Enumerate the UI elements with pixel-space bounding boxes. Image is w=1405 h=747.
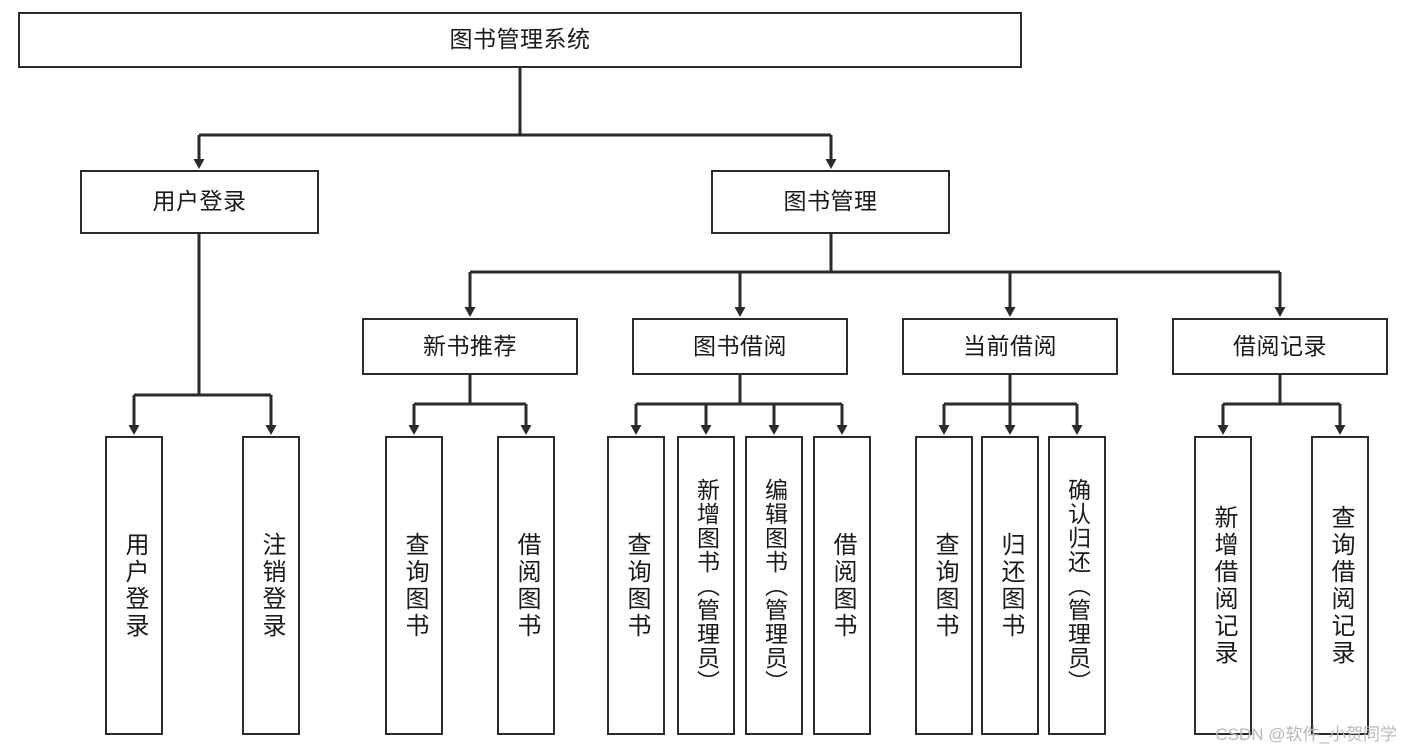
leaf-record-query-record[interactable]: 查询借阅记录 — [1311, 436, 1369, 735]
leaf-label: 新增图书（管理员） — [693, 477, 720, 694]
leaf-label: 编辑图书（管理员） — [761, 477, 788, 694]
leaf-current-confirm-return-admin[interactable]: 确认归还（管理员） — [1048, 436, 1106, 735]
node-root[interactable]: 图书管理系统 — [18, 12, 1022, 68]
node-borrow-record-label: 借阅记录 — [1233, 332, 1327, 359]
leaf-borrow-edit-book-admin[interactable]: 编辑图书（管理员） — [745, 436, 803, 735]
csdn-watermark: CSDN @软件_小贺同学 — [1215, 725, 1397, 744]
node-user-login[interactable]: 用户登录 — [80, 170, 319, 234]
leaf-label: 归还图书 — [997, 531, 1024, 640]
leaf-recommend-borrow-book[interactable]: 借阅图书 — [497, 436, 555, 735]
leaf-current-return-book[interactable]: 归还图书 — [981, 436, 1039, 735]
leaf-label: 确认归还（管理员） — [1064, 477, 1091, 694]
leaf-label: 用户登录 — [121, 531, 148, 640]
leaf-label: 借阅图书 — [513, 531, 540, 640]
leaf-user-login-login[interactable]: 用户登录 — [105, 436, 163, 735]
node-current-borrow-label: 当前借阅 — [963, 332, 1057, 359]
node-book-borrow-label: 图书借阅 — [693, 332, 787, 359]
leaf-current-query-book[interactable]: 查询图书 — [915, 436, 973, 735]
leaf-label: 注销登录 — [258, 531, 285, 640]
node-book-management[interactable]: 图书管理 — [711, 170, 950, 234]
leaf-label: 查询借阅记录 — [1327, 504, 1354, 667]
leaf-label: 查询图书 — [931, 531, 958, 640]
leaf-recommend-query-book[interactable]: 查询图书 — [385, 436, 443, 735]
node-book-management-label: 图书管理 — [783, 188, 878, 215]
leaf-record-add-record[interactable]: 新增借阅记录 — [1194, 436, 1252, 735]
node-book-borrow[interactable]: 图书借阅 — [632, 318, 848, 375]
leaf-label: 借阅图书 — [829, 531, 856, 640]
leaf-borrow-add-book-admin[interactable]: 新增图书（管理员） — [677, 436, 735, 735]
leaf-label: 新增借阅记录 — [1210, 504, 1237, 667]
node-root-label: 图书管理系统 — [449, 26, 591, 53]
node-new-book-recommend[interactable]: 新书推荐 — [362, 318, 578, 375]
leaf-borrow-query-book[interactable]: 查询图书 — [607, 436, 665, 735]
node-new-book-recommend-label: 新书推荐 — [423, 332, 517, 359]
leaf-borrow-borrow-book[interactable]: 借阅图书 — [813, 436, 871, 735]
node-current-borrow[interactable]: 当前借阅 — [902, 318, 1118, 375]
leaf-user-login-logout[interactable]: 注销登录 — [242, 436, 300, 735]
node-user-login-label: 用户登录 — [152, 188, 247, 215]
leaf-label: 查询图书 — [401, 531, 428, 640]
leaf-label: 查询图书 — [623, 531, 650, 640]
node-borrow-record[interactable]: 借阅记录 — [1172, 318, 1388, 375]
